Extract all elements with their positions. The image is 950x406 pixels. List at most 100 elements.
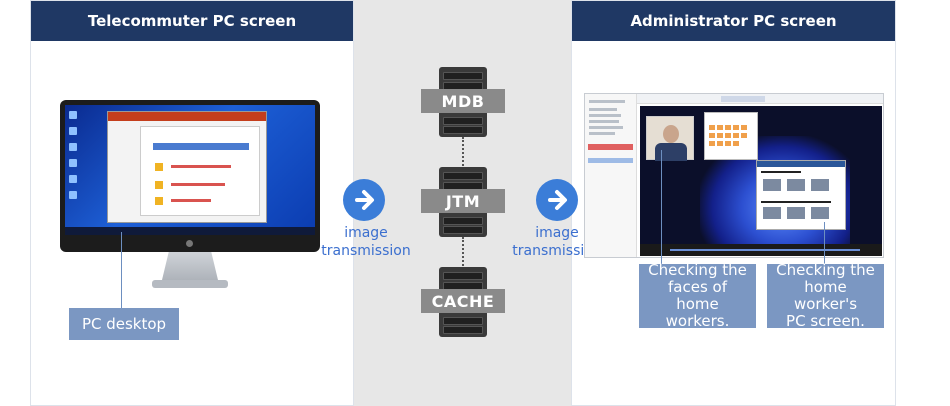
telecommuter-header: Telecommuter PC screen (31, 1, 353, 41)
slide-banner (153, 143, 249, 150)
pc-desktop-screen (65, 105, 315, 235)
calendar-widget (704, 112, 758, 160)
sidebar-line (589, 100, 625, 103)
calendar-cell (741, 125, 747, 130)
webcam-person-body (655, 143, 687, 161)
server-rack-icon: CACHE (421, 267, 505, 337)
server-slot (443, 272, 483, 280)
slide-bullet-icon (155, 181, 163, 189)
arrow-right-circle-icon (536, 179, 578, 221)
pc-desktop-callout-line (121, 232, 122, 308)
calendar-cell (717, 125, 723, 130)
calendar-cell (733, 125, 739, 130)
presentation-window (107, 111, 267, 223)
player-controls (640, 244, 882, 256)
monitor-stand-neck (162, 252, 218, 280)
calendar-cell (725, 125, 731, 130)
image-transmission-label-left: image transmission (316, 224, 416, 260)
slide-bullet-icon (155, 197, 163, 205)
screen-callout-line (824, 222, 825, 264)
callout-line-text: Checking the (648, 261, 747, 279)
sidebar-line (589, 120, 619, 123)
webcam-face (663, 125, 679, 143)
server-rack-icon: MDB (421, 67, 505, 137)
server-slot (443, 226, 483, 234)
remote-document-window (756, 160, 846, 230)
server-slot (443, 117, 483, 125)
monitor-stand-base (152, 280, 228, 288)
admin-topbar (637, 94, 883, 104)
document-thumbnail (811, 179, 829, 191)
arrow-glyph (355, 190, 374, 210)
checking-faces-label: Checking the faces of home workers. (639, 261, 756, 330)
server-slot (443, 126, 483, 134)
server-slot (443, 326, 483, 334)
sidebar-line (589, 132, 615, 135)
calendar-cell (741, 133, 747, 138)
admin-sidebar (585, 94, 637, 257)
desktop-monitor-icon (60, 100, 320, 288)
sidebar-alert-bar (588, 144, 633, 150)
presentation-ribbon (108, 112, 266, 121)
arrow-label-line: image (535, 225, 579, 241)
document-thumbnail (763, 207, 781, 219)
admin-monitoring-screen (584, 93, 884, 258)
server-connector (462, 237, 464, 269)
sidebar-line (589, 126, 623, 129)
calendar-cell (725, 133, 731, 138)
webcam-feed (646, 116, 694, 161)
server-rack-icon: JTM (421, 167, 505, 237)
calendar-cell (733, 133, 739, 138)
server-connector (462, 137, 464, 169)
desktop-shortcut-icon (69, 127, 77, 135)
server-slot (443, 217, 483, 225)
slide-text-line (171, 199, 211, 202)
pc-desktop-label: PC desktop (69, 308, 179, 340)
calendar-cell (717, 133, 723, 138)
calendar-cell (709, 141, 715, 146)
desktop-shortcut-icon (69, 175, 77, 183)
calendar-cell (733, 141, 739, 146)
player-progress (670, 249, 860, 251)
document-thumbnail (787, 207, 805, 219)
document-heading-line (761, 171, 801, 173)
checking-screen-label: Checking the home worker's PC screen. (767, 261, 884, 330)
server-label-jtm: JTM (421, 189, 505, 213)
callout-line-text: faces of home (668, 278, 727, 313)
callout-line-text: home worker's (793, 278, 858, 313)
callout-line-text: Checking the (776, 261, 875, 279)
desktop-shortcut-icon (69, 143, 77, 151)
presentation-slide (140, 126, 260, 216)
calendar-cell (717, 141, 723, 146)
arrow-glyph (548, 190, 567, 210)
desktop-shortcut-icon (69, 111, 77, 119)
callout-line-text: workers. (665, 312, 730, 330)
desktop-shortcut-icon (69, 159, 77, 167)
administrator-header: Administrator PC screen (572, 1, 895, 41)
remote-screen-view (640, 106, 882, 256)
document-titlebar (757, 161, 845, 167)
server-slot (443, 317, 483, 325)
sidebar-line (589, 108, 617, 111)
document-thumbnail (811, 207, 829, 219)
faces-callout-line (661, 150, 662, 264)
sidebar-line (589, 114, 621, 117)
server-slot (443, 172, 483, 180)
server-label-cache: CACHE (421, 289, 505, 313)
arrow-right-circle-icon (343, 179, 385, 221)
sidebar-status-bar (588, 158, 633, 163)
slide-text-line (171, 183, 225, 186)
server-label-mdb: MDB (421, 89, 505, 113)
callout-line-text: PC screen. (786, 312, 865, 330)
calendar-cell (709, 125, 715, 130)
calendar-cell (725, 141, 731, 146)
image-transmission-label-right: image transmission (507, 224, 607, 260)
desktop-shortcut-icon (69, 191, 77, 199)
taskbar (65, 227, 315, 235)
slide-bullet-icon (155, 163, 163, 171)
arrow-label-line: image (344, 225, 388, 241)
server-slot (443, 72, 483, 80)
document-thumbnail (763, 179, 781, 191)
admin-tab (721, 96, 765, 102)
document-heading-line (761, 201, 831, 203)
